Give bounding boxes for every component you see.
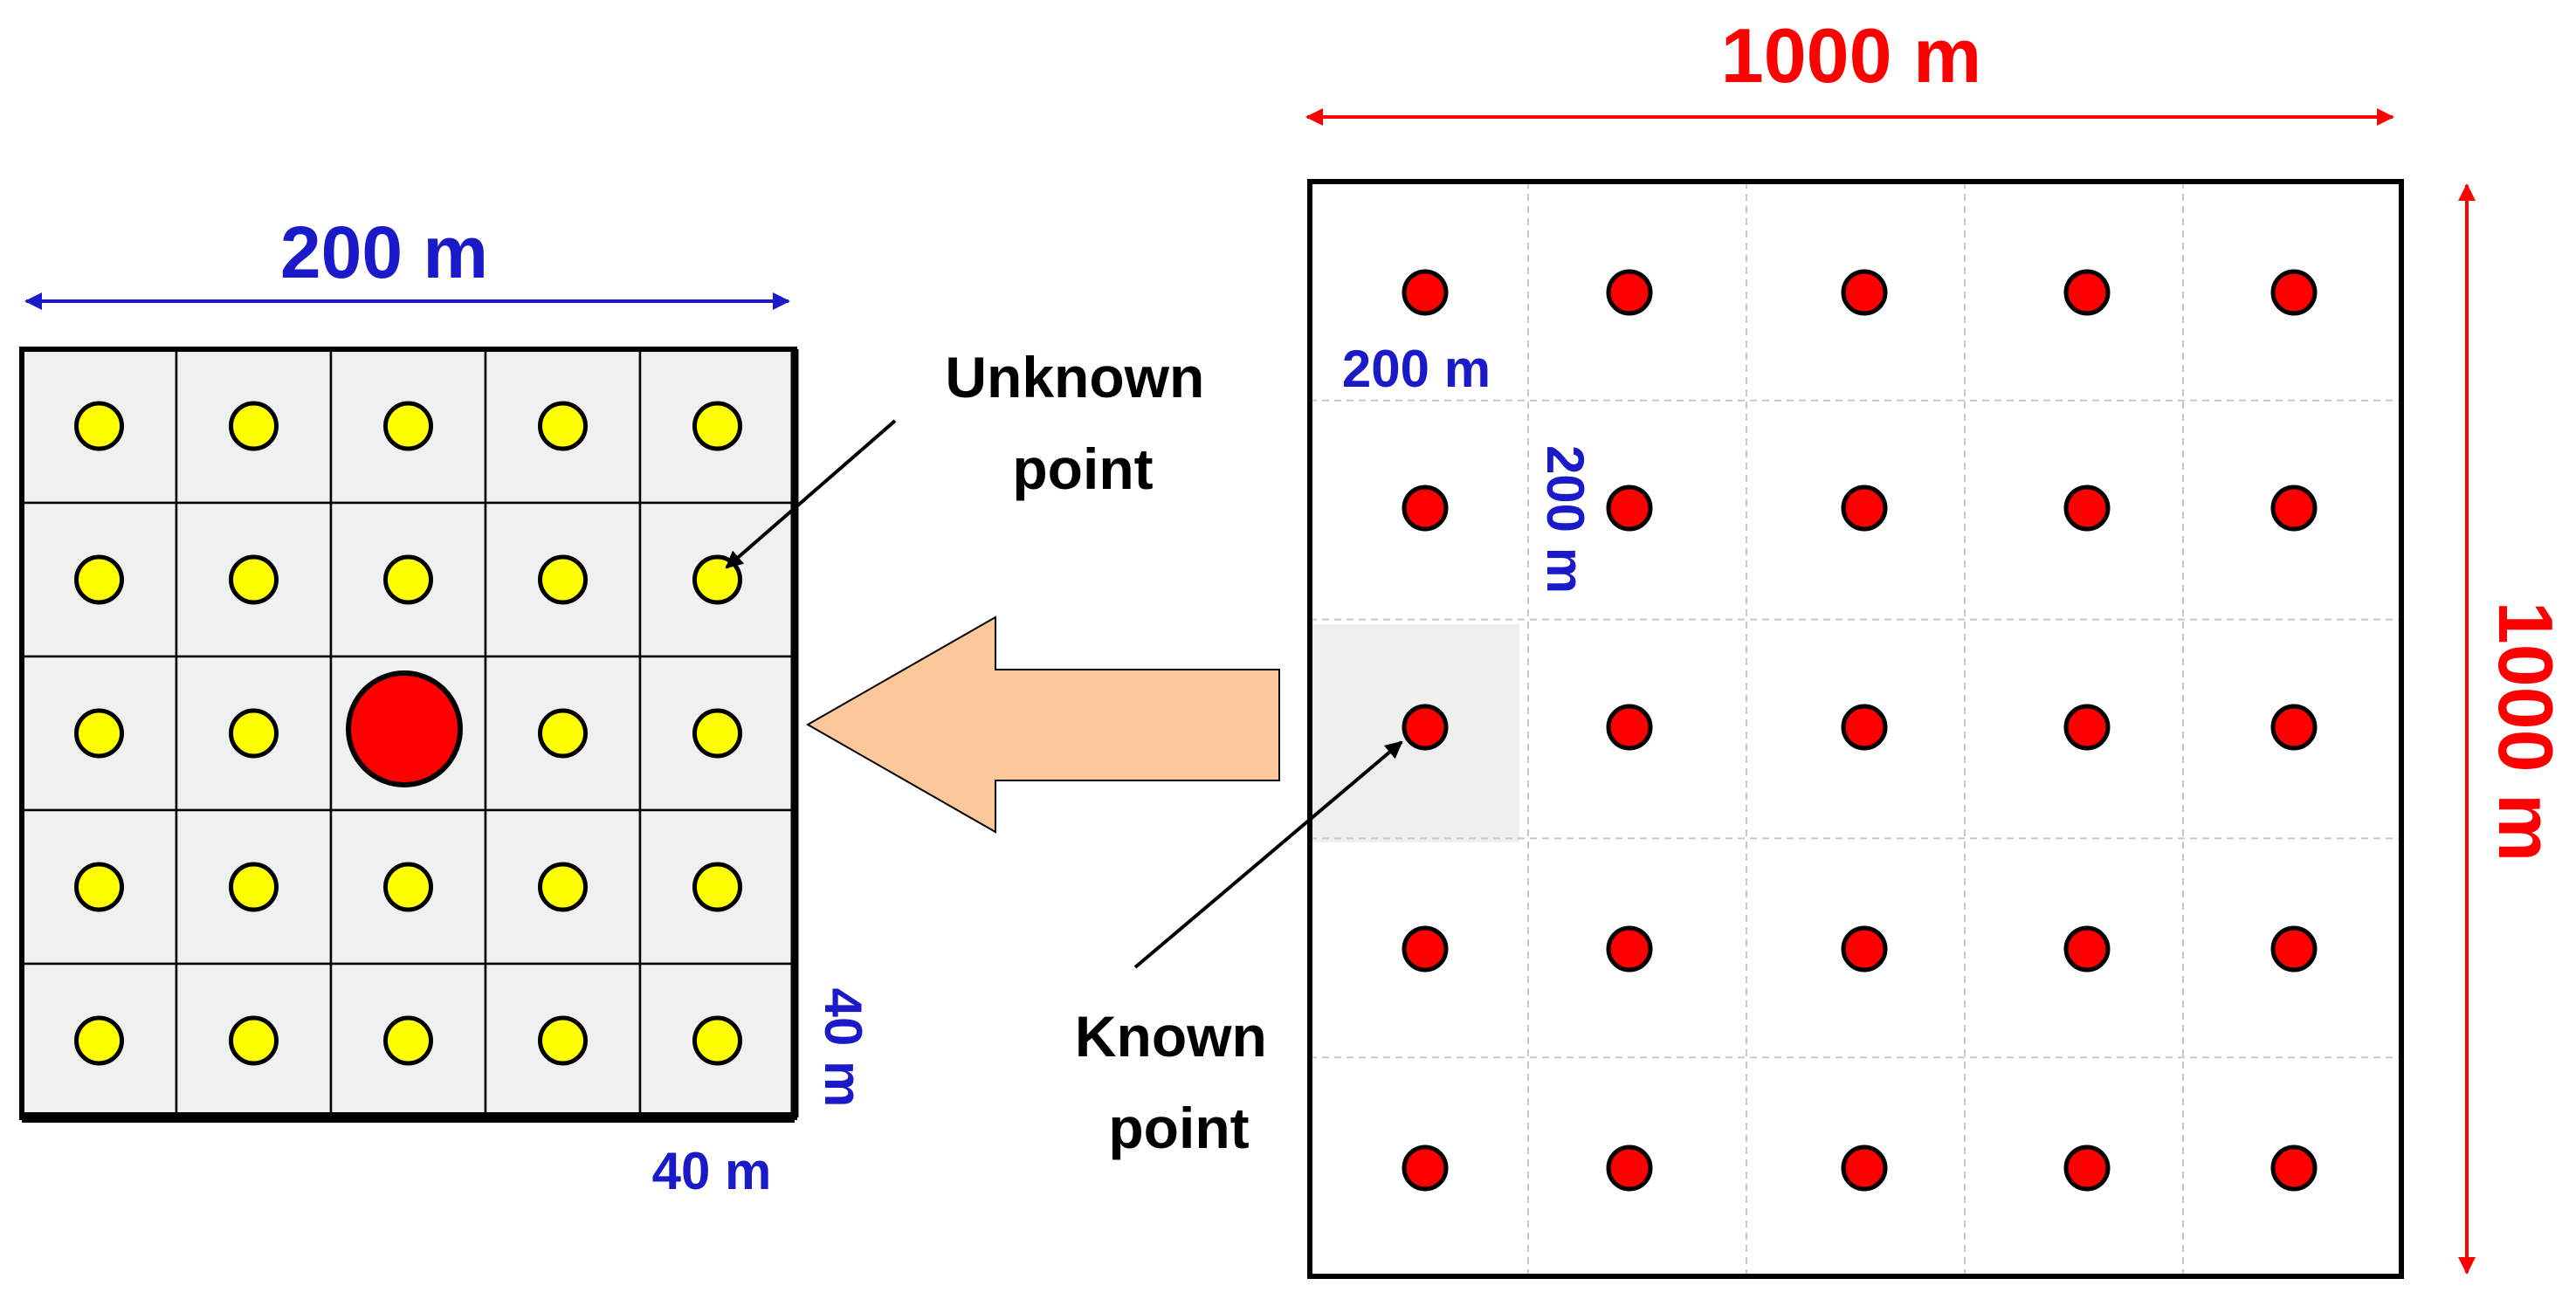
known-point bbox=[1402, 704, 1449, 751]
left-grid-cells bbox=[20, 347, 796, 1119]
right-height-label: 1000 m bbox=[2483, 601, 2569, 862]
known-sample-point bbox=[1606, 485, 1653, 532]
known-sample-point bbox=[1606, 704, 1653, 751]
right-width-label: 1000 m bbox=[1721, 12, 1981, 99]
yellow-estimation-point bbox=[229, 862, 279, 912]
right-grid-border bbox=[1307, 179, 2404, 1279]
known-sample-point bbox=[1606, 925, 1653, 973]
known-sample-point bbox=[1402, 269, 1449, 316]
left-cell-height-label: 40 m bbox=[814, 988, 872, 1108]
yellow-estimation-point bbox=[383, 401, 433, 451]
yellow-estimation-point bbox=[74, 401, 124, 451]
known-sample-point bbox=[2270, 269, 2318, 316]
known-sample-point bbox=[1841, 925, 1888, 973]
right-grid-lines bbox=[1310, 182, 2401, 1276]
yellow-estimation-point bbox=[538, 401, 588, 451]
yellow-estimation-point bbox=[692, 862, 742, 912]
known-sample-point bbox=[2270, 1144, 2318, 1192]
left-grid-cell bbox=[484, 655, 642, 812]
known-sample-point bbox=[1606, 269, 1653, 316]
known-point-large bbox=[346, 670, 463, 787]
yellow-estimation-point bbox=[229, 401, 279, 451]
yellow-estimation-point bbox=[229, 1015, 279, 1066]
known-sample-point bbox=[2063, 704, 2111, 751]
yellow-estimation-point bbox=[538, 554, 588, 605]
left-fine-grid bbox=[19, 347, 799, 1123]
unknown-point-label: Unknown point bbox=[945, 345, 1220, 501]
known-point-label: Known point bbox=[1075, 1004, 1283, 1160]
yellow-estimation-point bbox=[692, 401, 742, 451]
left-width-label: 200 m bbox=[280, 211, 488, 293]
known-sample-point bbox=[1841, 1144, 1888, 1192]
known-sample-point bbox=[2063, 485, 2111, 532]
known-point-label-line2: point bbox=[1108, 1096, 1249, 1160]
known-sample-point bbox=[2063, 1144, 2111, 1192]
yellow-estimation-point bbox=[229, 708, 279, 759]
unknown-point-label-line1: Unknown bbox=[945, 345, 1204, 409]
yellow-estimation-point bbox=[383, 1015, 433, 1066]
yellow-estimation-point bbox=[383, 862, 433, 912]
yellow-estimation-point bbox=[74, 554, 124, 605]
yellow-estimation-point bbox=[538, 1015, 588, 1066]
right-grid-points bbox=[1402, 269, 2318, 1192]
yellow-estimation-point bbox=[229, 554, 279, 605]
left-grid-cell bbox=[175, 962, 333, 1119]
known-sample-point bbox=[2063, 925, 2111, 973]
unknown-point-label-line2: point bbox=[1012, 436, 1153, 501]
known-point-label-line1: Known bbox=[1075, 1004, 1267, 1069]
yellow-estimation-point bbox=[692, 1015, 742, 1066]
yellow-estimation-point bbox=[74, 862, 124, 912]
yellow-estimation-point bbox=[538, 862, 588, 912]
left-grid-cell bbox=[329, 501, 487, 658]
zoom-transfer-arrow bbox=[805, 615, 1280, 834]
yellow-estimation-point bbox=[74, 1015, 124, 1066]
known-sample-point bbox=[2270, 704, 2318, 751]
known-sample-point bbox=[2270, 925, 2318, 973]
known-sample-point bbox=[2063, 269, 2111, 316]
known-sample-point bbox=[1606, 1144, 1653, 1192]
known-sample-point bbox=[1402, 925, 1449, 973]
yellow-estimation-point bbox=[383, 554, 433, 605]
yellow-estimation-point bbox=[74, 708, 124, 759]
known-sample-point bbox=[1402, 1144, 1449, 1192]
known-sample-point bbox=[1841, 269, 1888, 316]
known-sample-point bbox=[1402, 485, 1449, 532]
unknown-point-pointer bbox=[725, 419, 897, 569]
known-point-pointer bbox=[1133, 740, 1403, 969]
known-sample-point bbox=[2270, 485, 2318, 532]
right-cell-width-label: 200 m bbox=[1342, 340, 1491, 398]
left-grid-points bbox=[74, 401, 742, 1066]
right-coarse-grid bbox=[1307, 179, 2404, 1279]
yellow-estimation-point bbox=[538, 708, 588, 759]
yellow-estimation-point bbox=[692, 708, 742, 759]
known-sample-point bbox=[1841, 485, 1888, 532]
right-cell-height-label: 200 m bbox=[1536, 445, 1595, 594]
left-cell-width-label: 40 m bbox=[652, 1142, 772, 1200]
known-sample-point bbox=[1841, 704, 1888, 751]
